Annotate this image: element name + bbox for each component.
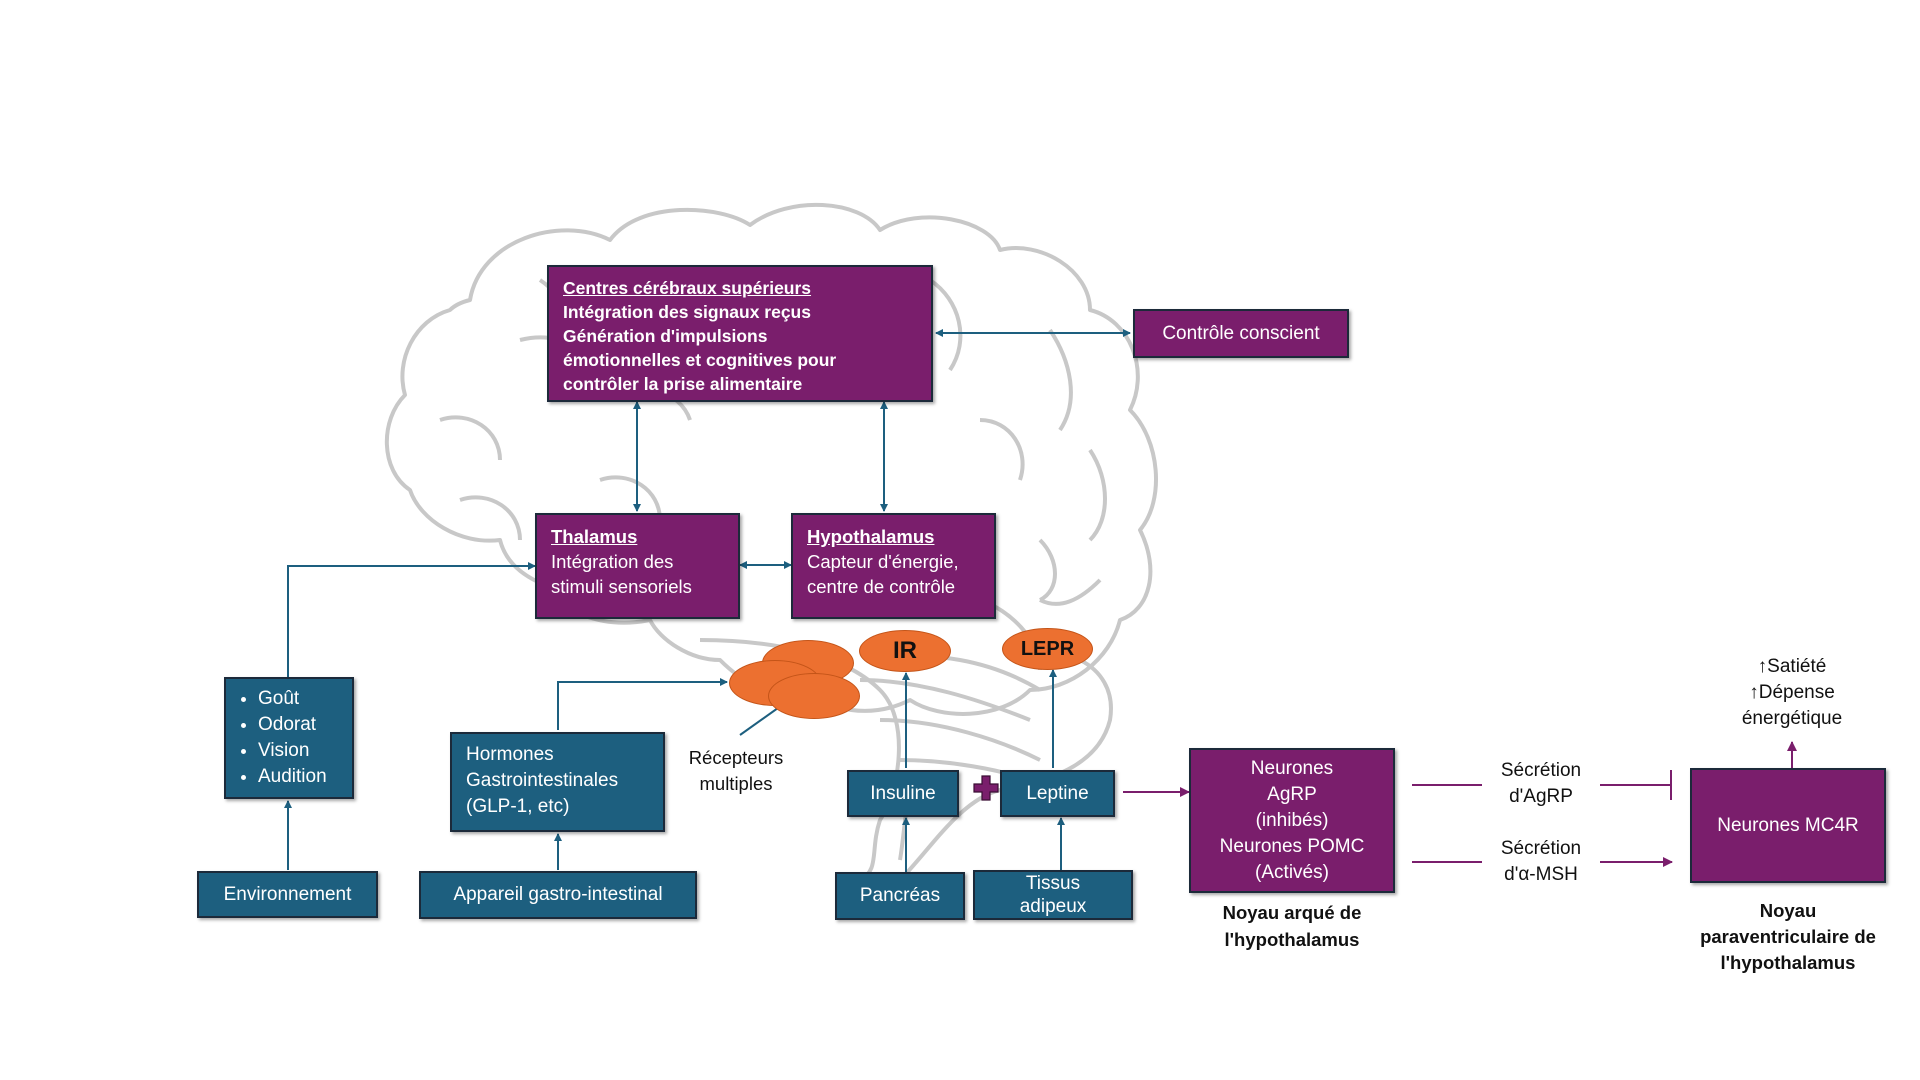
connector-agrp-right-inhibit	[1600, 770, 1672, 800]
gi-hormones-line: (GLP-1, etc)	[466, 796, 570, 817]
sense-item: Goût	[258, 686, 346, 712]
lepr-receptor: LEPR	[1002, 628, 1093, 670]
sense-item: Vision	[258, 738, 346, 764]
arcuate-line: (Activés)	[1255, 861, 1329, 883]
thalamus-line: Intégration des	[551, 551, 674, 572]
lepr-label: LEPR	[1020, 637, 1075, 660]
adipose-line: adipeux	[1019, 896, 1087, 917]
environment-label: Environnement	[223, 883, 352, 905]
ir-label: IR	[893, 637, 917, 664]
receptors-label-line: Récepteurs	[688, 747, 784, 768]
hypothalamus-title: Hypothalamus	[807, 526, 935, 547]
sense-item: Odorat	[258, 712, 346, 738]
receptors-label-line: multiples	[699, 773, 773, 794]
higher-centers-line: contrôler la prise alimentaire	[563, 374, 803, 394]
agrp-secretion-line: d'AgRP	[1509, 786, 1573, 807]
higher-centers-box: Centres cérébraux supérieurs Intégration…	[547, 265, 933, 402]
mc4r-box: Neurones MC4R	[1690, 768, 1886, 883]
higher-centers-line: émotionnelles et cognitives pour	[563, 350, 837, 370]
thalamus-box: Thalamus Intégration des stimuli sensori…	[535, 513, 740, 619]
gi-hormones-line: Hormones	[466, 744, 554, 765]
gi-tract-box: Appareil gastro-intestinal	[419, 871, 697, 919]
receptor-ellipse	[768, 673, 860, 719]
gi-hormones-line: Gastrointestinales	[466, 770, 619, 791]
arcuate-line: Neurones POMC	[1219, 835, 1365, 857]
thalamus-title: Thalamus	[551, 526, 638, 547]
agrp-secretion-line: Sécrétion	[1500, 760, 1582, 781]
pvn-label-line: Noyau	[1759, 900, 1817, 921]
higher-centers-line: Génération d'impulsions	[563, 326, 768, 346]
effects-label: ↑Satiété ↑Dépense énergétique	[1700, 654, 1884, 732]
connector-hormones-receptors	[557, 678, 728, 730]
insulin-label: Insuline	[870, 782, 936, 804]
arcuate-nucleus-label: Noyau arqué de l'hypothalamus	[1180, 899, 1404, 953]
leptin-label: Leptine	[1026, 782, 1089, 804]
ir-receptor: IR	[859, 630, 951, 672]
agrp-secretion-label: Sécrétion d'AgRP	[1480, 758, 1602, 810]
connector-senses-thalamus	[287, 562, 536, 677]
effect-line: ↑Satiété	[1757, 656, 1827, 677]
leptin-box: Leptine	[1000, 770, 1115, 817]
plus-icon	[973, 775, 999, 801]
senses-list: Goût Odorat Vision Audition	[232, 686, 346, 790]
gi-tract-label: Appareil gastro-intestinal	[453, 884, 663, 905]
mc4r-label: Neurones MC4R	[1717, 814, 1859, 836]
msh-secretion-line: d'α-MSH	[1504, 864, 1578, 885]
hypothalamus-line: centre de contrôle	[807, 576, 956, 597]
receptors-label: Récepteurs multiples	[676, 745, 796, 797]
msh-secretion-label: Sécrétion d'α-MSH	[1480, 836, 1602, 888]
arcuate-line: Neurones	[1250, 757, 1334, 779]
hypothalamus-line: Capteur d'énergie,	[807, 551, 959, 572]
arcuate-line: (inhibés)	[1255, 809, 1329, 831]
purple-connectors	[1123, 741, 1797, 867]
arcuate-line: AgRP	[1267, 783, 1317, 805]
effect-line: énergétique	[1741, 708, 1843, 729]
higher-centers-line: Intégration des signaux reçus	[563, 302, 811, 322]
thalamus-line: stimuli sensoriels	[551, 576, 692, 597]
arcuate-label-line: l'hypothalamus	[1224, 929, 1360, 950]
msh-secretion-line: Sécrétion	[1500, 838, 1582, 859]
pvn-label-line: paraventriculaire de	[1700, 926, 1876, 947]
gi-hormones-box: Hormones Gastrointestinales (GLP-1, etc)	[450, 732, 665, 832]
pvn-label: Noyau paraventriculaire de l'hypothalamu…	[1666, 898, 1910, 976]
pancreas-label: Pancréas	[859, 885, 941, 906]
pvn-label-line: l'hypothalamus	[1720, 952, 1856, 973]
senses-box: Goût Odorat Vision Audition	[224, 677, 354, 799]
insulin-box: Insuline	[847, 770, 959, 817]
adipose-line: Tissus	[1025, 873, 1081, 894]
arcuate-label-line: Noyau arqué de	[1222, 902, 1362, 923]
effect-line: ↑Dépense	[1749, 682, 1835, 703]
environment-box: Environnement	[197, 871, 378, 918]
higher-centers-title: Centres cérébraux supérieurs	[563, 278, 812, 298]
sense-item: Audition	[258, 764, 346, 790]
conscious-control-box: Contrôle conscient	[1133, 309, 1349, 358]
hypothalamus-box: Hypothalamus Capteur d'énergie, centre d…	[791, 513, 996, 619]
adipose-box: Tissus adipeux	[973, 870, 1133, 920]
arcuate-neurons-box: Neurones AgRP (inhibés) Neurones POMC (A…	[1189, 748, 1395, 893]
pancreas-box: Pancréas	[835, 872, 965, 920]
conscious-control-label: Contrôle conscient	[1162, 322, 1320, 344]
